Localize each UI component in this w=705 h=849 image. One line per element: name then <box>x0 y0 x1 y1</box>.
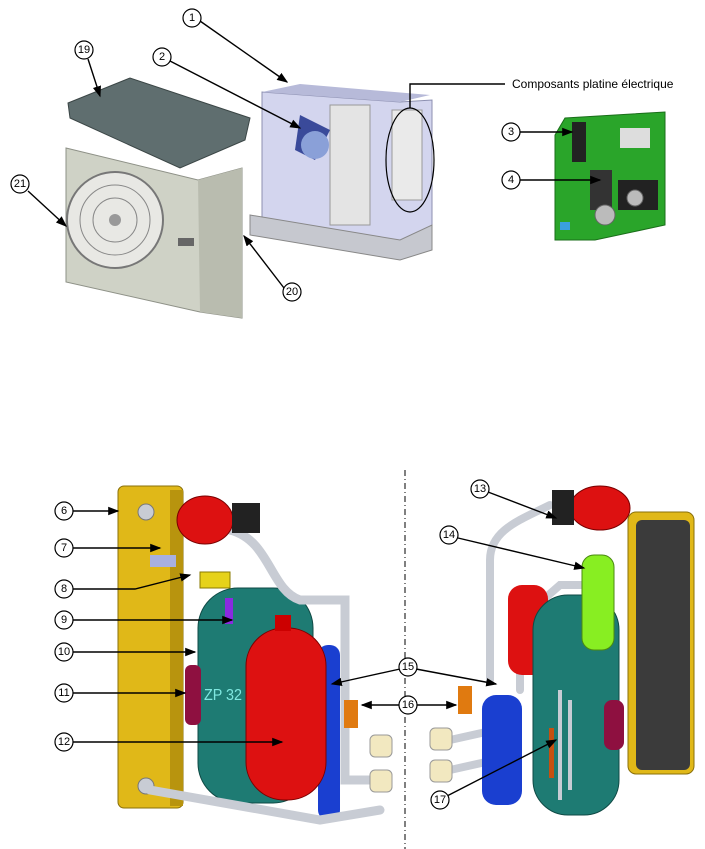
brand-badge <box>178 238 194 246</box>
svg-text:13: 13 <box>474 483 486 495</box>
svg-text:19: 19 <box>78 44 90 56</box>
callout-4: 4 <box>501 170 521 190</box>
capillary-pipes <box>558 690 572 800</box>
svg-text:9: 9 <box>61 614 67 626</box>
callout-8: 8 <box>54 579 74 599</box>
safety-valve-right <box>458 686 472 714</box>
svg-text:2: 2 <box>159 51 165 63</box>
callout-20: 20 <box>282 282 302 302</box>
callout-9: 9 <box>54 610 74 630</box>
circulator-pump-left <box>176 495 260 545</box>
filter-drier-right <box>604 700 624 750</box>
partition-plate <box>329 104 371 226</box>
callout-7: 7 <box>54 538 74 558</box>
water-connection-2 <box>369 769 393 793</box>
svg-text:3: 3 <box>508 126 514 138</box>
svg-text:15: 15 <box>402 661 414 673</box>
callout-14: 14 <box>439 525 459 545</box>
svg-text:8: 8 <box>61 583 67 595</box>
plate-heat-exchanger-left <box>117 485 184 809</box>
water-connection-4 <box>429 759 453 783</box>
top-cover-panel <box>67 77 251 169</box>
pcb-components-title: Composants platine électrique <box>512 77 674 91</box>
pipes-left <box>145 525 385 825</box>
svg-text:12: 12 <box>58 736 70 748</box>
callout-12: 12 <box>54 732 74 752</box>
svg-text:21: 21 <box>14 178 26 190</box>
callout-17: 17 <box>430 790 450 810</box>
water-connection-3 <box>429 727 453 751</box>
callout-1: 1 <box>182 8 202 28</box>
electrical-pcb <box>554 111 666 241</box>
svg-text:17: 17 <box>434 794 446 806</box>
housing-chassis <box>249 84 433 261</box>
expansion-vessel-left <box>245 615 327 801</box>
callout-15: 15 <box>398 657 418 677</box>
circulator-pump-right <box>552 485 631 531</box>
valve-yellow <box>199 571 231 589</box>
accumulator-right <box>482 695 522 805</box>
flow-switch <box>150 555 176 567</box>
callout-3: 3 <box>501 122 521 142</box>
safety-valve-left <box>344 700 358 728</box>
compressor-marking: ZP 32 <box>204 687 242 704</box>
svg-text:6: 6 <box>61 505 67 517</box>
callout-21: 21 <box>10 174 30 194</box>
front-panel <box>65 147 243 319</box>
callout-19: 19 <box>74 40 94 60</box>
callout-13: 13 <box>470 479 490 499</box>
callout-2: 2 <box>152 47 172 67</box>
svg-text:16: 16 <box>402 699 414 711</box>
callout-16: 16 <box>398 695 418 715</box>
svg-text:10: 10 <box>58 646 70 658</box>
temperature-probe <box>549 728 554 778</box>
svg-text:14: 14 <box>443 529 455 541</box>
plate-heat-exchanger-right <box>627 511 695 775</box>
svg-text:11: 11 <box>58 687 69 699</box>
callout-11: 11 <box>54 683 74 703</box>
filter-drier-left <box>185 665 201 725</box>
svg-text:4: 4 <box>508 174 514 186</box>
svg-text:20: 20 <box>286 286 298 298</box>
svg-text:1: 1 <box>189 12 195 24</box>
pcb-leader-line <box>409 83 505 108</box>
callout-10: 10 <box>54 642 74 662</box>
receiver-green <box>581 554 615 651</box>
svg-text:7: 7 <box>61 542 67 554</box>
sensor-purple <box>225 598 233 624</box>
water-connection-1 <box>369 734 393 758</box>
callout-6: 6 <box>54 501 74 521</box>
